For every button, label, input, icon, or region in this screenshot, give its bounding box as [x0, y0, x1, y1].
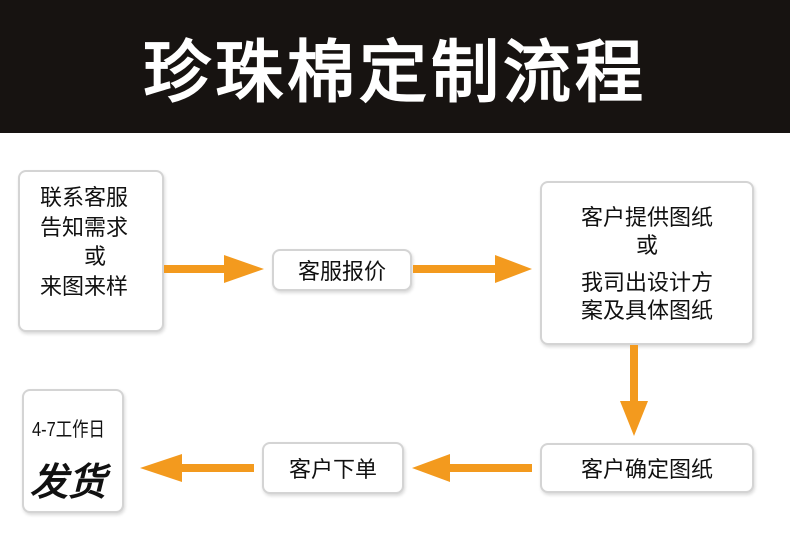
arrow-down-icon: [620, 345, 648, 436]
ship-days: 4-7工作日: [32, 419, 105, 441]
step-line: 我司出设计方: [580, 271, 713, 296]
arrow-left-icon: [412, 454, 532, 482]
step-line: 告知需求: [40, 215, 129, 241]
step-confirm-drawing: 客户确定图纸: [540, 443, 754, 493]
arrow-right-icon: [164, 255, 264, 283]
arrow-left-icon: [140, 454, 254, 482]
step-label: 客户下单: [288, 458, 377, 483]
step-line: 或: [84, 245, 107, 271]
step-place-order: 客户下单: [262, 442, 404, 494]
arrow-right-icon: [413, 255, 532, 283]
step-contact-service: 联系客服 告知需求 或 来图来样: [18, 170, 164, 332]
step-ship: 4-7工作日 发货: [22, 389, 124, 513]
step-line: 案及具体图纸: [580, 298, 713, 324]
step-line: 联系客服: [40, 186, 129, 211]
step-line: 客户提供图纸: [580, 206, 713, 231]
title-banner: 珍珠棉定制流程: [0, 0, 790, 133]
step-label: 客服报价: [297, 260, 386, 285]
page-title: 珍珠棉定制流程: [142, 34, 647, 113]
ship-label: 发货: [30, 460, 107, 504]
step-label: 客户确定图纸: [580, 458, 713, 483]
step-provide-drawing: 客户提供图纸 或 我司出设计方 案及具体图纸: [540, 181, 754, 345]
step-line: 来图来样: [40, 275, 129, 301]
step-line: 或: [635, 233, 658, 259]
step-quote: 客服报价: [272, 249, 412, 291]
